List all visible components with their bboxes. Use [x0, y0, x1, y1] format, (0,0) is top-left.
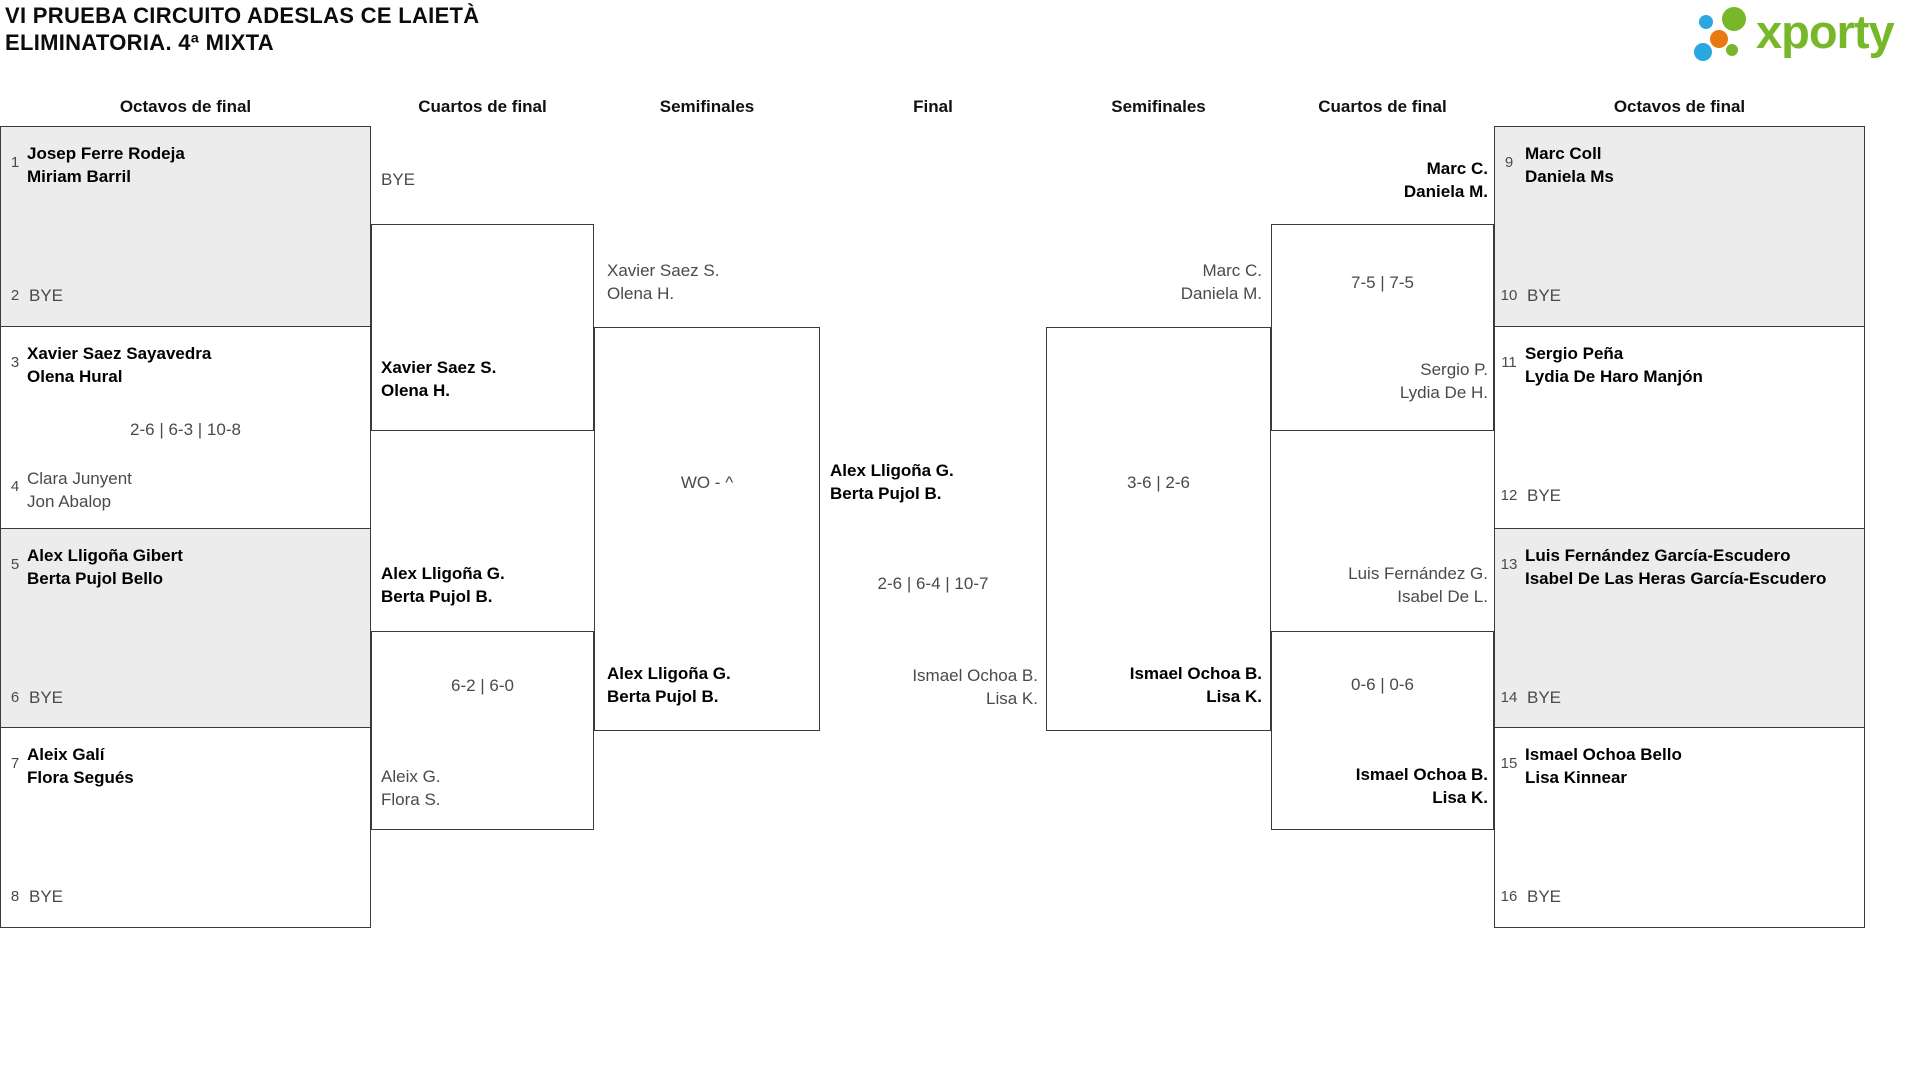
advancing-team-label: Xavier Saez S.Olena H. — [381, 358, 497, 400]
match-score: 2-6 | 6-3 | 10-8 — [130, 420, 241, 439]
seed-number: 10 — [1500, 287, 1518, 304]
seed-number: 13 — [1500, 556, 1518, 573]
logo-dot-green-large — [1722, 7, 1746, 31]
bye-label: BYE — [381, 170, 416, 189]
match-box-cuartos-r1[interactable]: 7-5 | 7-5 — [1271, 224, 1494, 431]
round-header-cuartos-right: Cuartos de final — [1318, 97, 1447, 116]
logo-dot-green-small — [1726, 44, 1738, 56]
round-header-octavos-right: Octavos de final — [1613, 97, 1746, 116]
seed-number: 4 — [10, 478, 20, 495]
seed-number: 15 — [1500, 755, 1518, 772]
seed-number: 2 — [10, 287, 20, 304]
bye-label: BYE — [29, 688, 64, 707]
tournament-title: VI PRUEBA CIRCUITO ADESLAS CE LAIETÀ ELI… — [5, 2, 479, 56]
xporty-logo[interactable]: xporty — [1690, 0, 1918, 68]
match-box-cuartos-l2[interactable]: 6-2 | 6-0 — [371, 631, 594, 830]
team-label: Sergio P.Lydia De H. — [1399, 360, 1488, 402]
advancing-team-label: Ismael Ochoa B.Lisa K. — [1355, 765, 1488, 807]
round-header-semis-left: Semifinales — [659, 97, 755, 116]
match-score: 7-5 | 7-5 — [1350, 273, 1414, 292]
final-winner-label: Alex Lligoña G.Berta Pujol B. — [830, 461, 954, 503]
seed-number: 8 — [10, 888, 20, 905]
match-box-semi-right[interactable]: 3-6 | 2-6 — [1046, 327, 1271, 731]
team-label: Marc C.Daniela M. — [1180, 261, 1262, 303]
seed-number: 3 — [10, 354, 20, 371]
match-score: WO - ^ — [680, 473, 734, 492]
match-box-semi-left[interactable]: WO - ^ — [594, 327, 820, 731]
seed-number: 11 — [1501, 354, 1517, 371]
seed-number: 9 — [1504, 154, 1514, 171]
match-box-cuartos-r2[interactable]: 0-6 | 0-6 — [1271, 631, 1494, 830]
advancing-team-label: Alex Lligoña G.Berta Pujol B. — [381, 564, 505, 606]
logo-dot-blue-large — [1694, 43, 1712, 61]
bye-label: BYE — [1527, 887, 1562, 906]
bye-label: BYE — [29, 286, 64, 305]
round-header-cuartos-left: Cuartos de final — [418, 97, 547, 116]
bye-label: BYE — [1527, 688, 1562, 707]
seed-number: 7 — [10, 755, 20, 772]
round-header-final: Final — [913, 97, 953, 116]
team-label: Luis Fernández G.Isabel De L. — [1348, 564, 1488, 606]
match-score: 0-6 | 0-6 — [1350, 675, 1414, 694]
title-line-1: VI PRUEBA CIRCUITO ADESLAS CE LAIETÀ — [5, 3, 480, 28]
match-box-cuartos-l1[interactable] — [371, 224, 594, 431]
seed-number: 6 — [10, 689, 20, 706]
bye-label: BYE — [1527, 486, 1562, 505]
round-header-semis-right: Semifinales — [1111, 97, 1206, 116]
bye-label: BYE — [1527, 286, 1562, 305]
logo-dot-blue-small — [1699, 15, 1713, 29]
seed-number: 12 — [1500, 487, 1518, 504]
team-label: Xavier Saez S.Olena H. — [607, 261, 720, 303]
advancing-team-label: Marc C.Daniela M. — [1403, 159, 1488, 201]
bye-label: BYE — [29, 887, 64, 906]
advancing-team-label: Alex Lligoña G.Berta Pujol B. — [607, 664, 731, 706]
seed-number: 1 — [10, 154, 20, 171]
seed-number: 5 — [10, 556, 20, 573]
match-score: 3-6 | 2-6 — [1126, 473, 1190, 492]
advancing-team-label: Ismael Ochoa B.Lisa K. — [1129, 664, 1262, 706]
seed-number: 16 — [1500, 888, 1518, 905]
logo-wordmark: xporty — [1756, 5, 1895, 58]
title-line-2: ELIMINATORIA. 4ª MIXTA — [5, 30, 274, 55]
logo-dot-orange — [1710, 30, 1728, 48]
final-score: 2-6 | 6-4 | 10-7 — [877, 574, 989, 593]
match-score: 6-2 | 6-0 — [450, 676, 514, 695]
final-runnerup-label: Ismael Ochoa B.Lisa K. — [912, 666, 1038, 708]
round-header-octavos-left: Octavos de final — [119, 97, 252, 116]
team-label: Aleix G.Flora S. — [381, 767, 441, 809]
seed-number: 14 — [1500, 689, 1518, 706]
